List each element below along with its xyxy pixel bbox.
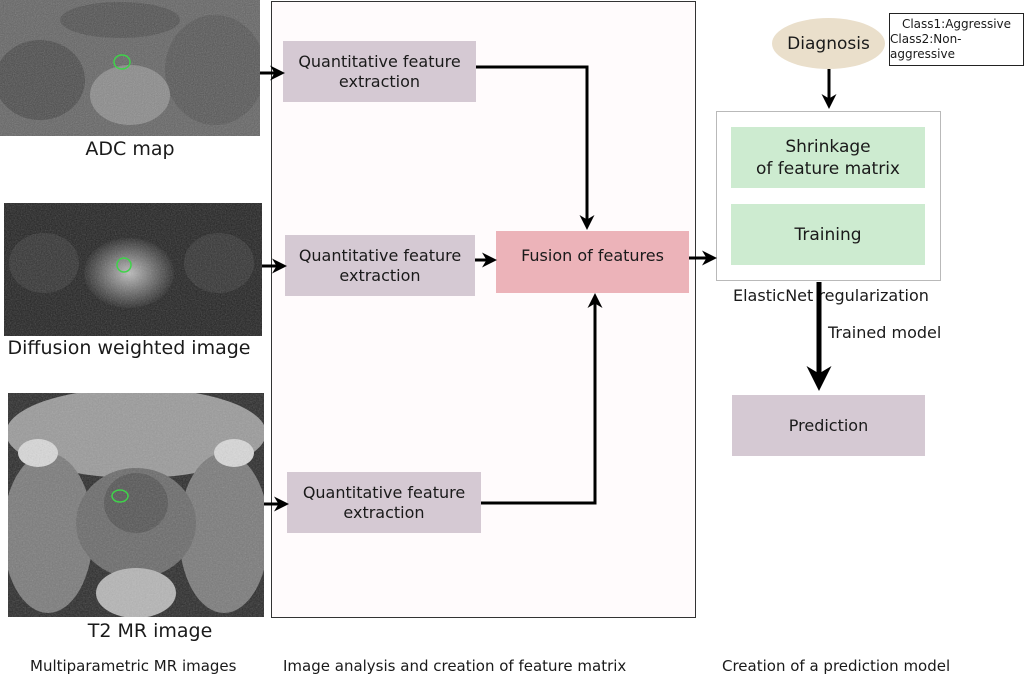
arrow-qfe3-to-fusion [481,293,603,505]
t2-caption: T2 MR image [87,620,213,642]
t2-mr-image [8,393,264,617]
adc-map-image [0,0,260,136]
class-legend: Class1:Aggressive Class2:Non-aggressive [889,13,1024,66]
dwi-caption: Diffusion weighted image [7,337,251,359]
shrinkage-line2: of feature matrix [756,158,900,179]
shrinkage-line1: Shrinkage [785,136,871,157]
training-box: Training [731,204,925,265]
diffusion-weighted-image [4,203,262,336]
qfe-box-dwi: Quantitative feature extraction [285,235,475,296]
section-middle-label: Image analysis and creation of feature m… [283,657,627,675]
trained-model-label: Trained model [828,323,942,342]
fusion-box: Fusion of features [496,231,689,293]
prediction-box: Prediction [732,395,925,456]
legend-class1: Class1:Aggressive [901,17,1012,31]
qfe-box-t2: Quantitative feature extraction [287,472,481,533]
legend-class2: Class2:Non-aggressive [890,32,962,61]
arrow-qfe1-to-fusion [476,65,595,230]
section-right-label: Creation of a prediction model [722,657,951,675]
section-left-label: Multiparametric MR images [30,657,237,675]
elasticnet-label: ElasticNet regularization [733,286,929,305]
qfe-box-adc: Quantitative feature extraction [283,41,476,102]
diagnosis-ellipse: Diagnosis [772,18,885,69]
shrinkage-box: Shrinkage of feature matrix [731,127,925,188]
adc-map-caption: ADC map [85,138,175,160]
